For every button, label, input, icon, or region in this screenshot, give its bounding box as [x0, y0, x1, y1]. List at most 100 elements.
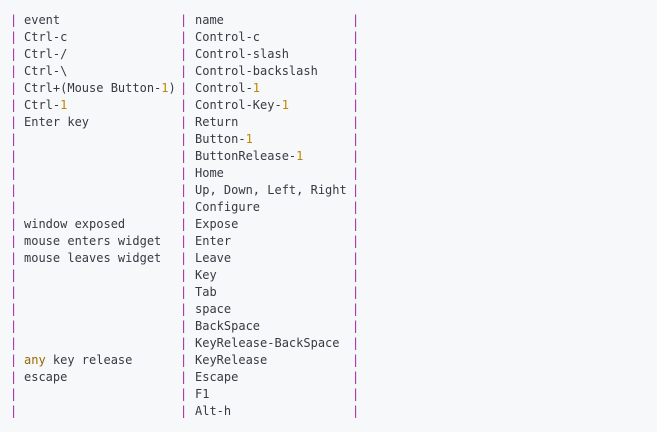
column-separator: |: [10, 336, 18, 350]
table-row: |||F1: [0, 386, 657, 403]
column-separator: |: [180, 370, 188, 384]
name-cell: Control-c: [195, 29, 260, 46]
column-separator: |: [352, 404, 360, 418]
column-separator: |: [10, 404, 18, 418]
column-separator: |: [352, 353, 360, 367]
column-separator: |: [352, 336, 360, 350]
text-segment: Key: [195, 268, 217, 282]
column-separator: |: [180, 404, 188, 418]
text-segment: any: [24, 353, 46, 367]
column-separator: |: [10, 166, 18, 180]
event-cell: event: [24, 12, 60, 29]
column-separator: |: [352, 81, 360, 95]
table-row: | | | Home: [0, 165, 657, 182]
table-row: |||Up, Down, Left, Right: [0, 182, 657, 199]
text-segment: KeyRelease-BackSpace: [195, 336, 340, 350]
table-row: |||Ctrl-\Control-backslash: [0, 63, 657, 80]
column-separator: |: [10, 64, 18, 78]
table-row: |||space: [0, 301, 657, 318]
column-separator: |: [180, 285, 188, 299]
text-segment: ButtonRelease-: [195, 149, 297, 163]
column-separator: |: [10, 81, 18, 95]
column-separator: |: [352, 132, 360, 146]
text-segment: space: [195, 302, 232, 316]
column-separator: |: [180, 200, 188, 214]
column-separator: |: [10, 200, 18, 214]
text-segment: escape: [24, 370, 68, 384]
column-separator: |: [180, 387, 188, 401]
name-cell: name: [195, 12, 224, 29]
column-separator: |: [180, 319, 188, 333]
name-cell: Home: [195, 165, 224, 182]
text-segment: Enter key: [24, 115, 90, 129]
name-cell: Return: [195, 114, 238, 131]
name-cell: Configure: [195, 199, 260, 216]
text-segment: Configure: [195, 200, 261, 214]
event-cell: window exposed: [24, 216, 125, 233]
text-segment: Home: [195, 166, 224, 180]
column-separator: |: [180, 251, 188, 265]
text-segment: Up, Down, Left, Right: [195, 183, 347, 197]
text-segment: KeyRelease: [195, 353, 268, 367]
event-cell: Enter key: [24, 114, 89, 131]
column-separator: |: [10, 387, 18, 401]
column-separator: |: [180, 217, 188, 231]
name-cell: Key: [195, 267, 217, 284]
event-cell: Ctrl-/: [24, 46, 67, 63]
table-row: | | | Alt-h: [0, 403, 657, 420]
name-cell: Control-slash: [195, 46, 289, 63]
text-segment: BackSpace: [195, 319, 261, 333]
text-segment: Return: [195, 115, 239, 129]
table-row: |||Button-1: [0, 131, 657, 148]
text-segment: ): [168, 81, 176, 95]
event-cell: Ctrl-\: [24, 63, 67, 80]
text-segment: Expose: [195, 217, 239, 231]
table-row: |||Tab: [0, 284, 657, 301]
column-separator: |: [180, 166, 188, 180]
text-segment: Ctrl+(Mouse Button-: [24, 81, 162, 95]
column-separator: |: [10, 370, 18, 384]
column-separator: |: [10, 285, 18, 299]
table-row: |||Ctrl+(Mouse Button-1)Control-1: [0, 80, 657, 97]
text-segment: Leave: [195, 251, 232, 265]
column-separator: |: [10, 183, 18, 197]
text-segment: mouse leaves widget: [24, 251, 162, 265]
text-segment: Escape: [195, 370, 239, 384]
text-segment: 1: [245, 132, 253, 146]
column-separator: |: [10, 13, 18, 27]
column-separator: |: [180, 13, 188, 27]
name-cell: Alt-h: [195, 403, 231, 420]
name-cell: Leave: [195, 250, 231, 267]
column-separator: |: [180, 302, 188, 316]
column-separator: |: [10, 251, 18, 265]
column-separator: |: [352, 166, 360, 180]
text-segment: 1: [296, 149, 304, 163]
column-separator: |: [10, 98, 18, 112]
column-separator: |: [10, 149, 18, 163]
column-separator: |: [352, 30, 360, 44]
column-separator: |: [352, 387, 360, 401]
text-segment: Ctrl-c: [24, 30, 68, 44]
text-segment: Alt-h: [195, 404, 232, 418]
text-segment: Control-slash: [195, 47, 289, 61]
column-separator: |: [10, 30, 18, 44]
column-separator: |: [180, 268, 188, 282]
column-separator: |: [10, 268, 18, 282]
text-segment: event: [24, 13, 61, 27]
column-separator: |: [352, 285, 360, 299]
column-separator: |: [352, 115, 360, 129]
text-segment: Control-: [195, 81, 253, 95]
table-row: |||Ctrl-/Control-slash: [0, 46, 657, 63]
text-segment: 1: [281, 98, 289, 112]
column-separator: |: [352, 149, 360, 163]
name-cell: Control-backslash: [195, 63, 318, 80]
name-cell: Expose: [195, 216, 238, 233]
column-separator: |: [352, 183, 360, 197]
text-segment: mouse enters widget: [24, 234, 162, 248]
column-separator: |: [352, 98, 360, 112]
